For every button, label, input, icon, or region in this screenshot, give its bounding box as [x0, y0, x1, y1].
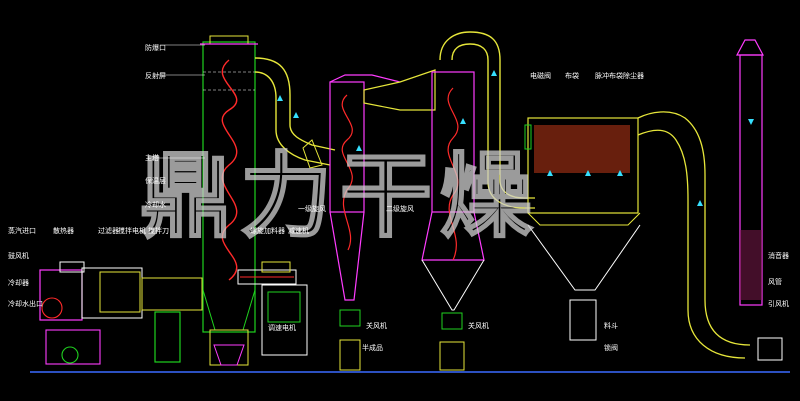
label-fan-pipe: 风管: [768, 277, 782, 286]
label-rotary-valve: 锁阀: [604, 343, 618, 352]
label-material1: 半成品: [362, 343, 383, 352]
heater-assembly: [39, 261, 203, 365]
label-speed-motor: 调速电机: [268, 323, 296, 332]
label-cooling-water: 冷却水: [145, 200, 166, 209]
label-reducer: 减速机: [288, 226, 309, 235]
flow-arrow: [697, 200, 703, 206]
label-heat-exchanger: 散热器: [53, 226, 74, 235]
flow-arrow: [293, 112, 299, 118]
flow-arrow: [491, 70, 497, 76]
labels: 防爆口 反射屏 主塔 保温层 冷却水 蒸汽进口 散热器 过滤器 搅拌电机 搅拌刀…: [8, 43, 789, 352]
label-solenoid-valve: 电磁阀: [530, 71, 551, 80]
bag-filter: [524, 117, 641, 341]
duct-c2-bag: [487, 100, 535, 209]
label-screw-feeder: 螺旋加料器: [250, 226, 285, 235]
label-filter-bag: 布袋: [565, 71, 579, 80]
label-exhaust-fan: 引风机: [768, 299, 789, 308]
flow-arrow: [617, 170, 623, 176]
flow-arrow: [356, 145, 362, 151]
chimney: [736, 39, 783, 361]
flow-arrows: [277, 70, 754, 206]
label-reflector: 反射屏: [145, 71, 166, 80]
label-anti-burst: 防爆口: [145, 43, 166, 52]
duct-c1-c2: [363, 69, 436, 111]
flow-arrow: [277, 95, 283, 101]
flow-arrow: [585, 170, 591, 176]
label-insulation: 保温层: [145, 176, 166, 185]
label-chimney: 消音器: [768, 251, 789, 260]
label-main-tower: 主塔: [145, 153, 159, 162]
label-stirring-blade: 搅拌刀: [148, 226, 169, 235]
flow-arrow: [748, 119, 754, 125]
label-cyclone2: 二级旋风: [386, 204, 414, 213]
label-cyclone1: 一级旋风: [298, 204, 326, 213]
duct-tower-cyclone1: [254, 57, 336, 169]
label-hopper: 料斗: [604, 321, 618, 330]
flow-arrow: [460, 118, 466, 124]
flow-arrow: [547, 170, 553, 176]
label-cooling-water-outlet: 冷却水出口: [8, 299, 43, 308]
label-filter: 过滤器: [98, 226, 119, 235]
label-valve1: 关风机: [366, 321, 387, 330]
main-tower: [200, 35, 258, 366]
label-valve2: 关风机: [468, 321, 489, 330]
label-stirring-motor: 搅拌电机: [118, 226, 146, 235]
screw-feeder-assembly: [237, 261, 308, 356]
watermark-text: 鼎力干燥: [140, 143, 540, 250]
label-steam-inlet: 蒸汽进口: [8, 226, 36, 235]
cyclone-1: [329, 74, 401, 371]
tower-flow-spiral: [221, 59, 238, 281]
duct-bag-fan: [637, 111, 751, 359]
label-pulse-collector: 脉冲布袋除尘器: [595, 71, 644, 80]
label-blower: 鼓风机: [8, 251, 29, 260]
cyclone-2: [421, 31, 501, 371]
label-cooler: 冷却器: [8, 278, 29, 287]
